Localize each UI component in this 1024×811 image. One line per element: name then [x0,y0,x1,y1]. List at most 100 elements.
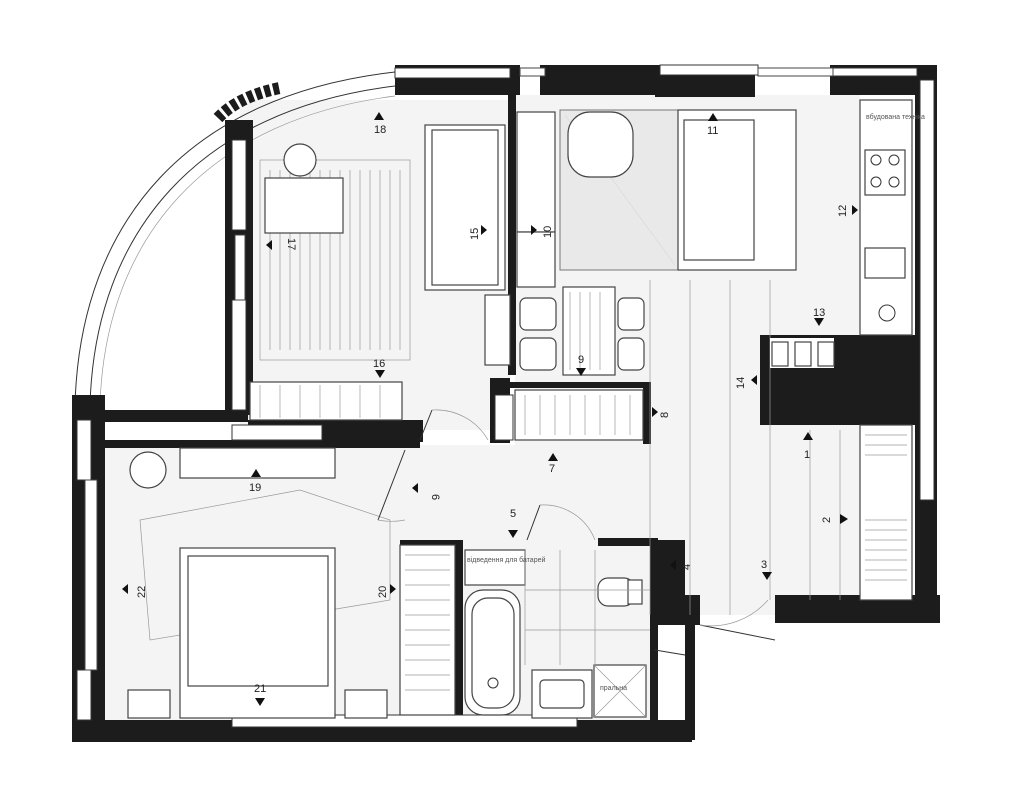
marker-arrow-right-icon [652,407,658,417]
rug-lines [269,170,401,350]
view-marker-11: 11 [707,113,718,137]
bedroom [127,447,456,719]
svg-text:12: 12 [837,205,849,217]
view-marker-7: 7 [548,453,558,475]
chair-1 [519,297,557,331]
svg-text:14: 14 [735,377,747,389]
marker-arrow-up-icon [803,432,813,440]
study-room [249,124,511,421]
marker-arrow-up-icon [374,112,384,120]
svg-text:8: 8 [659,412,671,418]
doors [377,409,776,656]
view-marker-15: 15 [469,225,487,240]
view-marker-5: 5 [508,508,518,538]
marker-arrow-down-icon [255,698,265,706]
view-marker-6: 6 [412,483,441,500]
svg-text:7: 7 [549,463,555,475]
bath-note: відведення для батарей [467,556,545,564]
marker-arrow-right-icon [481,225,487,235]
windows [84,67,834,671]
svg-text:18: 18 [374,124,386,136]
svg-text:11: 11 [707,125,718,137]
marker-arrow-left-icon [751,375,757,385]
svg-text:2: 2 [821,517,833,523]
bath-cabinet [464,549,526,586]
hall-wardrobe [514,389,644,441]
svg-text:3: 3 [761,559,767,571]
tv-console [516,111,556,233]
svg-text:19: 19 [249,482,261,494]
marker-arrow-down-icon [762,572,772,580]
hob [864,149,906,196]
dining-table [562,286,616,376]
pot-icon [283,143,317,177]
view-marker-19: 19 [249,469,261,494]
view-marker-9: 9 [576,354,586,376]
wardrobe [249,381,403,421]
side-shelf [484,294,511,366]
view-marker-17: 17 [266,238,297,250]
marker-arrow-down-icon [508,530,518,538]
chair-3 [617,297,645,331]
svg-text:9: 9 [578,354,584,366]
svg-text:10: 10 [542,226,554,238]
view-marker-8: 8 [652,407,671,418]
view-marker-18: 18 [374,112,386,136]
marker-arrow-down-icon [375,370,385,378]
marker-arrow-right-icon [852,205,858,215]
nightstand-left [127,689,171,719]
svg-text:17: 17 [285,238,297,250]
view-marker-4: 4 [670,560,693,570]
marker-arrow-down-icon [814,318,824,326]
plant-icon [129,451,167,489]
shower-note: пральна [600,685,627,692]
marker-arrow-left-icon [266,240,272,250]
svg-text:1: 1 [804,449,810,461]
svg-text:13: 13 [813,307,825,319]
view-marker-12: 12 [837,205,858,217]
desk [264,177,344,234]
view-marker-20: 20 [377,584,396,598]
svg-text:21: 21 [254,683,266,695]
armchair [567,111,634,178]
kitchen-counter [859,99,913,336]
marker-arrow-up-icon [708,113,718,121]
nightstand-right [344,689,388,719]
marker-arrow-right-icon [390,584,396,594]
living-room [514,99,913,615]
shoe-cabinet [859,424,913,601]
chair-2 [519,337,557,371]
marker-arrow-right-icon [531,225,537,235]
marker-arrow-up-icon [548,453,558,461]
marker-arrow-up-icon [251,469,261,477]
sink [864,247,906,279]
view-marker-3: 3 [761,559,772,580]
svg-text:16: 16 [373,358,385,370]
curved-balcony [74,71,396,406]
hatched-walls [76,64,935,728]
marker-arrow-right-icon [840,514,848,524]
svg-text:5: 5 [510,508,516,520]
view-marker-16: 16 [373,358,385,378]
view-marker-14: 14 [735,375,757,389]
marker-arrow-left-icon [670,560,676,570]
view-marker-21: 21 [254,683,266,706]
chair-4 [617,337,645,371]
svg-text:15: 15 [469,228,481,240]
appliances-note: вбудована техніка [866,113,925,121]
fan-icon [878,304,896,322]
view-marker-10: 10 [531,225,554,238]
svg-text:20: 20 [377,586,389,598]
svg-text:22: 22 [136,586,148,598]
marker-arrow-left-icon [412,483,418,493]
view-marker-13: 13 [813,307,825,326]
view-marker-2: 2 [821,514,848,524]
marker-arrow-down-icon [576,368,586,376]
view-marker-1: 1 [803,432,813,461]
view-marker-22: 22 [122,584,148,598]
bathroom [464,549,650,719]
svg-text:6: 6 [429,494,441,500]
svg-text:4: 4 [681,564,693,570]
marker-arrow-left-icon [122,584,128,594]
